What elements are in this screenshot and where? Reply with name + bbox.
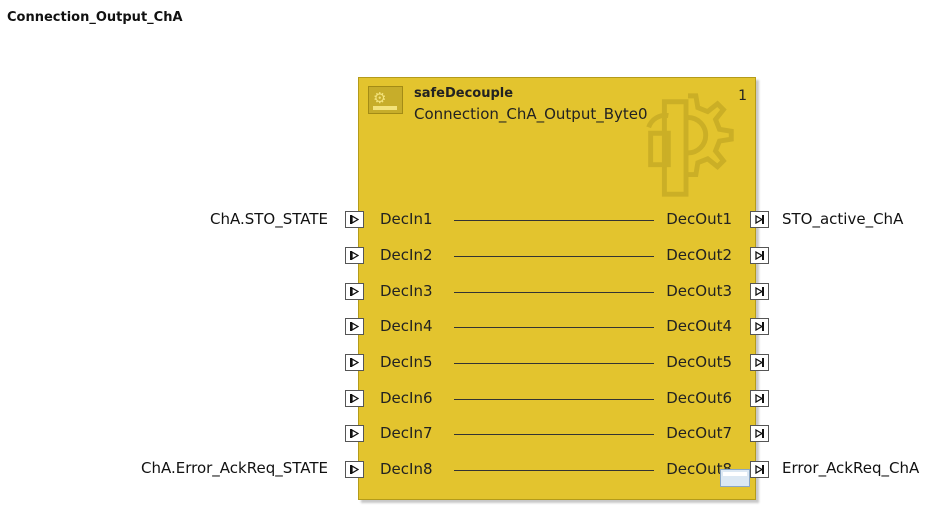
input-pin-connector[interactable] [345,211,364,228]
input-pin-label: DecIn2 [380,246,433,264]
pin-row: DecIn5 DecOut5 [345,351,769,375]
output-pin-label: DecOut3 [666,282,732,300]
pin-row: DecIn3 DecOut3 [345,280,769,304]
output-pin-connector[interactable] [750,354,769,371]
output-pin-connector[interactable] [750,425,769,442]
output-pin-label: DecOut2 [666,246,732,264]
input-pin-connector[interactable] [345,461,364,478]
network-title: Connection_Output_ChA [7,10,183,25]
decouple-line [454,434,654,435]
decouple-line [454,327,654,328]
output-connection-label[interactable]: Error_AckReq_ChA [782,459,920,477]
safety-gear-watermark-icon [646,93,734,197]
pin-row: DecIn4 DecOut4 [345,315,769,339]
output-pin-label: DecOut6 [666,389,732,407]
output-pin-label: DecOut7 [666,424,732,442]
input-pin-label: DecIn8 [380,460,433,478]
input-pin-label: DecIn5 [380,353,433,371]
input-pin-connector[interactable] [345,283,364,300]
input-pin-connector[interactable] [345,247,364,264]
decouple-line [454,399,654,400]
input-pin-label: DecIn1 [380,210,433,228]
block-number: 1 [738,88,747,104]
input-pin-connector[interactable] [345,318,364,335]
input-pin-label: DecIn6 [380,389,433,407]
decouple-line [454,292,654,293]
decouple-line [454,470,654,471]
output-pin-label: DecOut1 [666,210,732,228]
output-pin-connector[interactable] [750,318,769,335]
input-connection-label[interactable]: ChA.Error_AckReq_STATE [141,459,328,477]
output-pin-connector[interactable] [750,461,769,478]
output-pin-label: DecOut8 [666,460,732,478]
input-pin-connector[interactable] [345,354,364,371]
pin-row: DecIn7 DecOut7 [345,422,769,446]
decouple-line [454,256,654,257]
decouple-line [454,220,654,221]
block-expand-handle[interactable] [720,469,750,487]
input-pin-connector[interactable] [345,425,364,442]
input-pin-connector[interactable] [345,390,364,407]
output-pin-connector[interactable] [750,390,769,407]
input-pin-label: DecIn7 [380,424,433,442]
pin-row: DecIn2 DecOut2 [345,244,769,268]
output-pin-connector[interactable] [750,283,769,300]
output-pin-connector[interactable] [750,211,769,228]
output-pin-label: DecOut4 [666,317,732,335]
input-pin-label: DecIn3 [380,282,433,300]
output-pin-label: DecOut5 [666,353,732,371]
output-pin-connector[interactable] [750,247,769,264]
output-connection-label[interactable]: STO_active_ChA [782,210,904,228]
input-connection-label[interactable]: ChA.STO_STATE [210,210,328,228]
input-pin-label: DecIn4 [380,317,433,335]
safety-function-block-icon: ⚙ [368,86,403,114]
decouple-line [454,363,654,364]
pin-row: DecIn6 DecOut6 [345,387,769,411]
block-type-label: safeDecouple [414,86,514,101]
pin-row: DecIn1 DecOut1 [345,208,769,232]
function-block[interactable]: ⚙ safeDecouple Connection_ChA_Output_Byt… [345,77,769,500]
pin-row: DecIn8 DecOut8 [345,458,769,482]
block-instance-name[interactable]: Connection_ChA_Output_Byte0 [414,105,648,123]
